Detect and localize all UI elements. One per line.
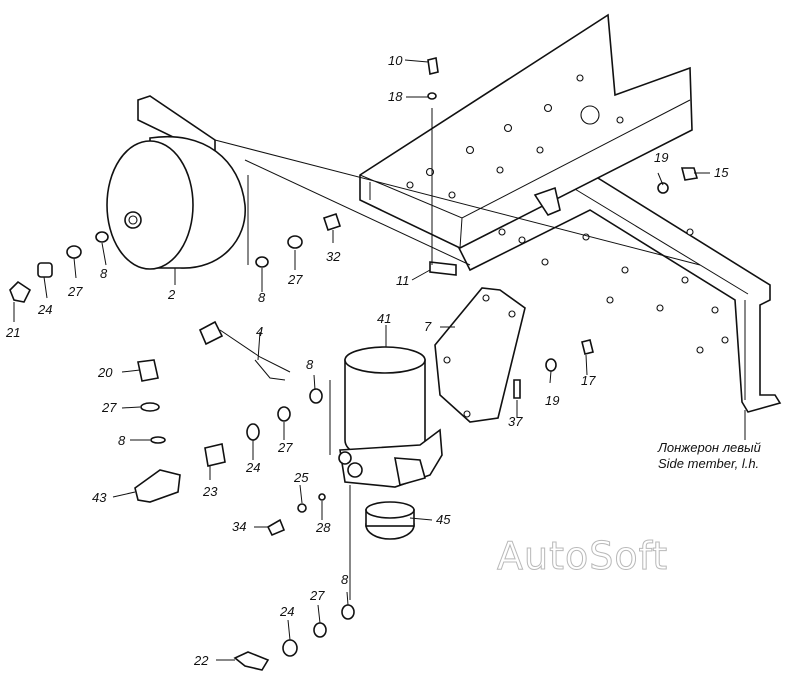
callout-17: 17 [581, 373, 596, 388]
mounting-plate-7 [434, 287, 526, 423]
callout-27-a: 27 [67, 284, 83, 299]
air-receiver-2 [106, 95, 246, 270]
callout-27-c: 27 [101, 400, 117, 415]
beam-holes [498, 228, 729, 354]
callout-labels: 10 18 19 15 11 7 41 19 17 37 4 2 8 27 32… [5, 53, 729, 668]
callout-41: 41 [377, 311, 391, 326]
callout-28: 28 [315, 520, 331, 535]
callout-27-d: 27 [277, 440, 293, 455]
callout-22: 22 [193, 653, 209, 668]
callout-34: 34 [232, 519, 246, 534]
callout-11: 11 [396, 273, 410, 288]
callout-21: 21 [5, 325, 20, 340]
callout-8-e: 8 [341, 572, 349, 587]
callout-4: 4 [256, 324, 263, 339]
cross-member-bracket [359, 13, 693, 249]
callout-37: 37 [508, 414, 523, 429]
callout-27-b: 27 [287, 272, 303, 287]
side-member-caption: Лонжерон левый Side member, l.h. [658, 440, 761, 472]
callout-15: 15 [714, 165, 729, 180]
callout-27-e: 27 [309, 588, 325, 603]
callout-20: 20 [97, 365, 113, 380]
air-dryer-41 [338, 346, 443, 488]
callout-24-c: 24 [279, 604, 294, 619]
callout-8-a: 8 [100, 266, 108, 281]
callout-2: 2 [167, 287, 176, 302]
callout-45: 45 [436, 512, 451, 527]
wiring-hose-4 [198, 320, 291, 381]
callout-7: 7 [424, 319, 432, 334]
callout-23: 23 [202, 484, 218, 499]
callout-25: 25 [293, 470, 309, 485]
muffler-45 [365, 501, 415, 540]
callout-19-top: 19 [654, 150, 668, 165]
callout-43: 43 [92, 490, 107, 505]
callout-24-a: 24 [37, 302, 52, 317]
callout-18: 18 [388, 89, 403, 104]
callout-8-d: 8 [306, 357, 314, 372]
caption-russian: Лонжерон левый [658, 440, 761, 455]
caption-english: Side member, l.h. [658, 456, 760, 471]
callout-8-b: 8 [258, 290, 266, 305]
callout-8-c: 8 [118, 433, 126, 448]
leader-lines [13, 59, 746, 661]
callout-10: 10 [388, 53, 403, 68]
callout-19-bottom: 19 [545, 393, 559, 408]
watermark: AutoSoft [496, 534, 669, 579]
callout-24-b: 24 [245, 460, 260, 475]
side-member-beam [453, 169, 782, 413]
callout-32: 32 [326, 249, 341, 264]
